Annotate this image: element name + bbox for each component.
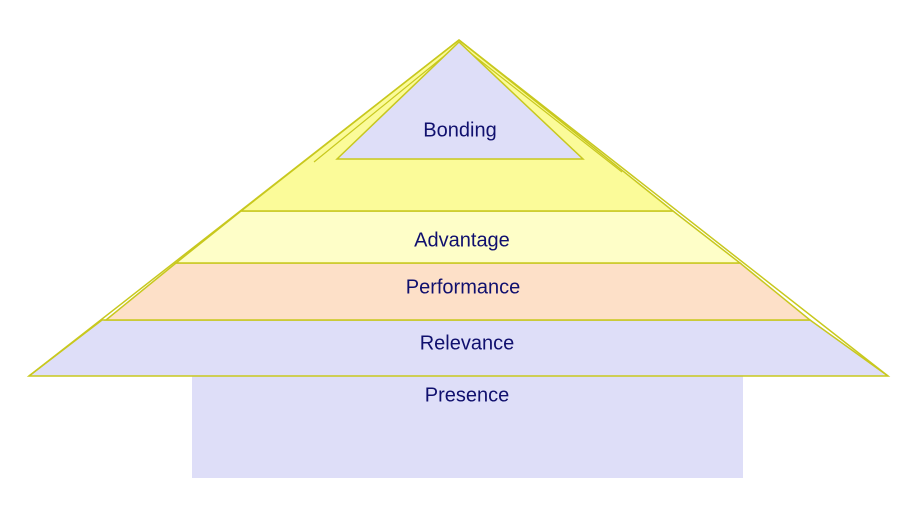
relevance-label: Relevance	[420, 332, 515, 354]
apex-outline-right	[458, 39, 889, 377]
presence-label: Presence	[425, 384, 510, 406]
apex-fold-right	[458, 43, 623, 173]
bonding-label: Bonding	[423, 119, 496, 141]
advantage-label: Advantage	[414, 229, 510, 251]
bonding-layer	[335, 40, 585, 160]
apex-fold-left	[313, 43, 460, 163]
presence-block	[192, 372, 743, 478]
performance-label: Performance	[406, 276, 521, 298]
apex-outline-left	[28, 39, 460, 377]
